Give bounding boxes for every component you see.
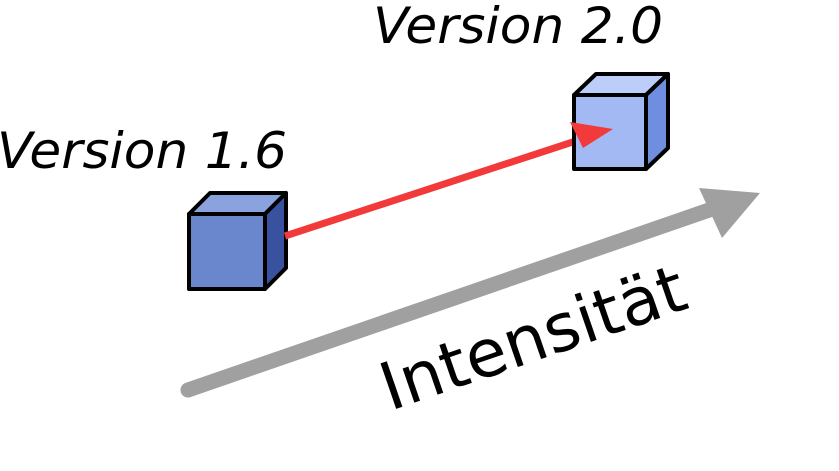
upgrade-arrow-shaft [283,133,590,240]
intensity-axis-arrow [180,188,760,398]
cube-old-front-face [187,212,267,291]
cube-version-1-6 [187,191,288,291]
version-2-0-label: Version 2.0 [373,0,663,55]
intensity-axis-shaft [180,200,723,398]
version-1-6-label: Version 1.6 [0,122,287,180]
upgrade-arrow [283,133,590,240]
cube-version-2-0 [572,72,670,171]
upgrade-arrow-head [570,122,613,148]
intensity-axis-head [699,188,760,238]
